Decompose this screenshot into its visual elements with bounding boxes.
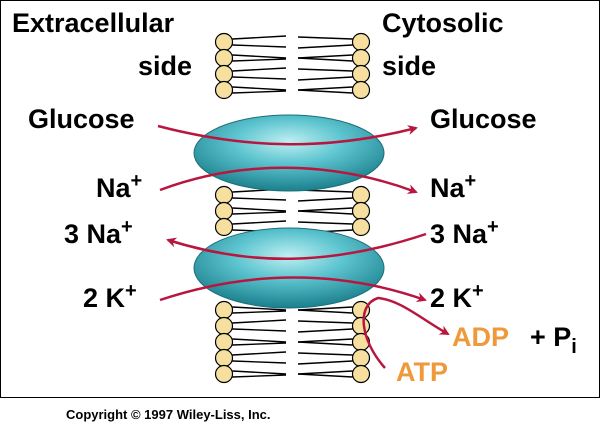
lipid-tail <box>232 310 287 314</box>
lipid-head <box>351 217 371 237</box>
lipid-head <box>351 348 371 368</box>
lipid-head <box>214 201 234 221</box>
lipid-tail <box>297 370 353 375</box>
lipid-head <box>351 364 371 384</box>
lipid-head <box>214 48 234 68</box>
transport-diagram: Extracellular side Cytosolic side Glucos… <box>12 8 577 387</box>
lipid-tail <box>232 306 287 311</box>
lipid-tail <box>232 90 287 94</box>
lipid-tail <box>297 221 353 225</box>
lipid-tail <box>297 341 353 346</box>
lipid-tail <box>232 220 287 225</box>
na-arrow <box>159 166 418 194</box>
lipid-head <box>214 364 234 384</box>
lipid-tail <box>232 328 287 332</box>
cytosolic-label: Cytosolic <box>382 8 504 38</box>
lipid-tail <box>297 207 353 212</box>
k2-right-label: 2 K+ <box>430 280 484 313</box>
lipid-head <box>351 316 371 336</box>
lipid-head <box>214 32 234 52</box>
extracellular-side-label: side <box>138 51 192 81</box>
lipid-head <box>351 32 371 52</box>
lipid-head <box>351 185 371 205</box>
lipid-tail <box>232 76 287 80</box>
glucose-na-symporter <box>193 114 385 192</box>
lipid-head <box>214 185 234 205</box>
extracellular-label: Extracellular <box>12 8 175 38</box>
diagram-frame <box>0 0 600 398</box>
lipid-tail <box>297 36 353 40</box>
lipid-tail <box>232 67 287 72</box>
na3-arrow <box>166 232 427 261</box>
glucose-left-label: Glucose <box>28 104 135 134</box>
k2-left-label: 2 K+ <box>83 280 137 313</box>
lipid-tail <box>297 352 353 356</box>
lipid-tail <box>297 44 353 49</box>
lipid-tail <box>297 320 353 324</box>
lipid-head <box>214 80 234 100</box>
lipid-tail <box>232 319 287 324</box>
lipid-head <box>214 316 234 336</box>
lipid-tail <box>232 374 287 378</box>
lipid-tail <box>297 89 353 94</box>
lipid-head <box>351 48 371 68</box>
atp-hydrolysis-arrow <box>362 296 450 369</box>
lipid-tail <box>297 54 353 59</box>
na-right-label: Na+ <box>430 170 476 203</box>
lipid-tail <box>232 370 287 375</box>
lipid-tail <box>297 309 353 314</box>
lipid-tail <box>232 86 287 91</box>
cytosolic-side-label: side <box>382 51 436 81</box>
lipid-tail <box>297 57 353 62</box>
lipid-tail <box>297 210 353 215</box>
lipid-head <box>214 300 234 320</box>
na-left-label: Na+ <box>96 170 142 203</box>
na3-right-label: 3 Na+ <box>430 216 499 249</box>
lipid-tail <box>297 338 353 343</box>
lipid-tail <box>297 68 353 72</box>
lipid-tail <box>297 328 353 333</box>
lipid-head <box>214 348 234 368</box>
na3-left-label: 3 Na+ <box>64 216 133 249</box>
glucose-arrow <box>157 124 418 146</box>
lipid-head <box>351 64 371 84</box>
lipid-tail <box>232 360 287 364</box>
lipid-tail <box>297 76 353 81</box>
lipid-tail <box>297 373 353 378</box>
lipid-tail <box>297 306 353 311</box>
lipid-tail <box>232 197 287 201</box>
lipid-tail <box>232 211 287 215</box>
lipid-tail <box>232 207 287 212</box>
lipid-tail <box>232 342 287 346</box>
lipid-tail <box>232 58 287 62</box>
lipid-tail <box>232 54 287 59</box>
lipid-head <box>214 332 234 352</box>
copyright-notice: Copyright © 1997 Wiley-Liss, Inc. <box>66 407 271 422</box>
atp-label: ATP <box>396 357 448 387</box>
na-k-pump <box>193 227 385 309</box>
lipid-tail <box>297 86 353 91</box>
lipid-head <box>351 201 371 221</box>
lipid-tail <box>297 360 353 365</box>
lipid-tail <box>232 338 287 343</box>
lipid-head <box>214 217 234 237</box>
glucose-right-label: Glucose <box>430 104 537 134</box>
lipid-tail <box>232 35 287 40</box>
lipid-head <box>214 64 234 84</box>
k2-arrow <box>159 276 427 303</box>
lipid-head <box>351 80 371 100</box>
plus-pi-label: + Pi <box>530 322 577 358</box>
lipid-tail <box>232 351 287 356</box>
adp-label: ADP <box>452 322 509 352</box>
lipid-tail <box>297 197 353 202</box>
lipid-tail <box>232 44 287 48</box>
lipid-bilayer <box>214 32 371 384</box>
lipid-head <box>351 300 371 320</box>
